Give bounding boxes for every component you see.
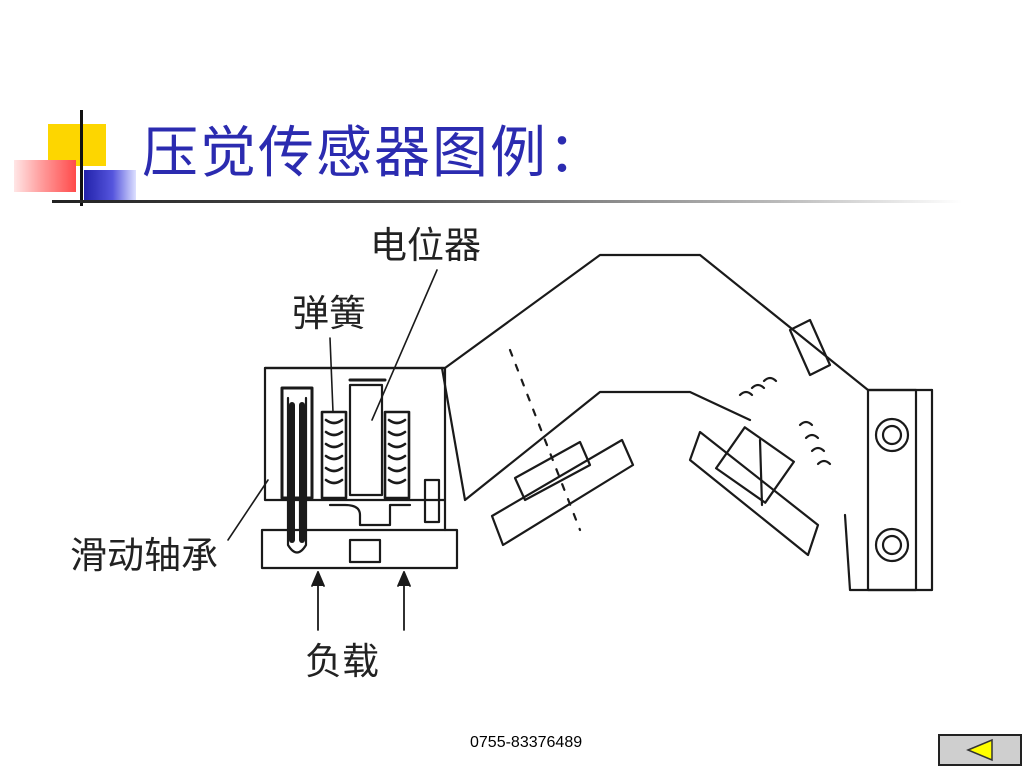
- decor-red-square: [14, 160, 76, 192]
- potentiometer-block: [328, 378, 441, 564]
- slide-bearing-rod: [280, 386, 314, 554]
- label-slide-bearing: 滑动轴承: [70, 534, 218, 577]
- label-potentiometer: 电位器: [370, 224, 481, 267]
- spring-coil: [320, 410, 411, 500]
- back-arrow-icon: [966, 738, 993, 762]
- footer-phone: 0755-83376489: [470, 734, 583, 751]
- mounting-plate: [866, 388, 918, 592]
- title-underline: [52, 200, 962, 203]
- leader-lines: [227, 269, 438, 541]
- load-arrows: [311, 571, 411, 631]
- decor-vertical-rule: [80, 110, 83, 206]
- sensor-housing: [260, 366, 459, 570]
- decor-blue-square: [84, 170, 136, 200]
- left-gripper-pad: [490, 348, 635, 547]
- label-spring: 弹簧: [292, 292, 366, 335]
- right-gripper-pad: [688, 318, 832, 557]
- back-button[interactable]: [938, 734, 1022, 766]
- label-load: 负载: [305, 640, 379, 683]
- slide-title: 压觉传感器图例：: [142, 121, 606, 186]
- decor-yellow-square: [48, 124, 106, 166]
